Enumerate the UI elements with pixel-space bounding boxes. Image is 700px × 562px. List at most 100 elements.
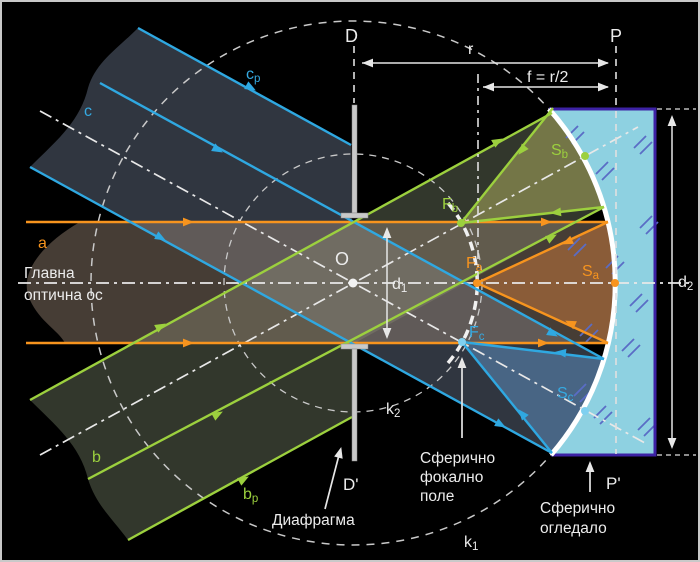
beam-b-axis-line (39, 126, 639, 456)
text-labels: D P D' P' O r f = r/2 a b c Главна оптич… (24, 26, 622, 537)
label-ray-c: c (84, 103, 92, 120)
label-mirror-1: Сферично (540, 500, 615, 517)
arrowhead-cp-dir (244, 81, 256, 91)
diaphragm-top-blade (351, 104, 358, 214)
label-Fc: Fc (469, 324, 485, 343)
diaphragm (340, 104, 369, 462)
label-focal-field-3: поле (420, 488, 454, 505)
green-rays (29, 107, 605, 542)
glass-hatch-mark (635, 299, 649, 313)
arrowhead-a-bot-dir (183, 338, 194, 348)
arrowhead-c-dir2 (546, 327, 558, 337)
arrowhead-b-refl-low (550, 207, 562, 217)
ray-c-reflected-upper (461, 340, 605, 361)
ray-c-lower-marginal (29, 165, 553, 455)
glass-hatching (565, 125, 659, 437)
label-Fb: Fb (442, 196, 458, 215)
point-Fb (457, 219, 465, 227)
point-Fa (473, 279, 481, 287)
point-Sc (581, 407, 589, 415)
mirror-border (549, 107, 657, 457)
label-focal-field-1: Сферично (420, 450, 495, 467)
glass-hatch-mark (639, 215, 653, 229)
arrowhead-c-refl-up (555, 348, 567, 358)
beam-fills (26, 28, 616, 540)
glass-hatch-mark (627, 344, 641, 358)
label-O: O (335, 249, 349, 269)
ray-b (87, 205, 605, 481)
diaphragm-pointer-line (324, 454, 340, 510)
label-main-axis-2: оптична ос (24, 287, 103, 304)
arrowhead-bp-dir (237, 476, 249, 486)
glass-hatch-mark (639, 141, 653, 155)
glass-hatch-mark (595, 161, 609, 175)
glass-hatch-mark (573, 383, 587, 397)
arrowhead-b-refl-top (518, 143, 529, 155)
arrowhead-b-dir (211, 411, 223, 421)
ray-a-reflected-top (476, 220, 609, 285)
label-d1: d1 (392, 276, 407, 295)
label-focal-field-2: фокално (420, 469, 483, 486)
label-P-prime: P' (606, 474, 621, 493)
beam-c-axis-line (39, 110, 646, 444)
arrowhead-a-top-dir (183, 217, 194, 227)
diaphragm-top-blade-lip (340, 212, 369, 219)
label-f: f = r/2 (527, 69, 568, 86)
glass-hatch-mark (599, 411, 613, 425)
arrowhead-b-up-dir (154, 323, 166, 333)
axes (18, 110, 693, 456)
ray-cp-blocked (137, 26, 352, 147)
glass-hatch-mark (621, 338, 635, 352)
dimension-lines (324, 62, 673, 510)
label-D-prime: D' (343, 475, 359, 494)
label-main-axis-1: Главна (24, 265, 75, 282)
label-diaphragm: Диафрагма (272, 512, 355, 529)
points (348, 152, 619, 415)
ray-b-reflected-lower (460, 205, 605, 225)
diaphragm-bottom-blade-lip (340, 343, 369, 350)
ray-a-reflected-bottom (476, 281, 609, 345)
label-ray-b: b (92, 449, 101, 466)
point-Sb (581, 152, 589, 160)
point-Sa (611, 279, 619, 287)
cone-c-fill (462, 342, 604, 453)
circle-k2 (223, 153, 483, 413)
beam-a-fill (26, 222, 616, 343)
label-mirror-2: огледало (540, 520, 607, 537)
label-bp: bp (243, 486, 258, 505)
arrowhead-c-low-dir (154, 231, 166, 241)
point-Fc (458, 338, 466, 346)
arrowhead-c-dir (211, 143, 223, 153)
label-D: D (345, 26, 358, 46)
arrowhead-b-dir2 (545, 234, 557, 244)
label-r: r (468, 41, 474, 58)
label-k2: k2 (386, 401, 400, 420)
label-Fa: Fa (466, 255, 483, 274)
ray-c-reflected-lower (461, 341, 553, 454)
glass-hatch-mark (579, 323, 593, 337)
arrowhead-a-bot-dir2 (538, 338, 549, 348)
point-O (348, 278, 358, 288)
label-ray-a: a (38, 235, 47, 252)
label-d2: d2 (678, 274, 693, 293)
arrowhead-diaphragm-pointer-head (334, 447, 343, 459)
mirror-glass (549, 109, 655, 455)
ray-b-upper-marginal (29, 111, 553, 402)
label-cp: cp (246, 66, 260, 85)
arrowhead-c-refl-low (518, 409, 529, 421)
arrowhead-a-top-dir2 (541, 217, 552, 227)
ray-b-reflected-top (460, 107, 554, 224)
orange-rays (26, 220, 609, 345)
glass-hatch-mark (633, 135, 647, 149)
reference-lines (353, 46, 696, 456)
ray-c (99, 81, 605, 361)
label-Sc: Sc (557, 385, 574, 404)
arrowhead-c-low-dir2 (494, 418, 506, 428)
label-Sa: Sa (582, 263, 600, 282)
label-Sb: Sb (551, 142, 568, 161)
label-P: P (610, 26, 622, 46)
